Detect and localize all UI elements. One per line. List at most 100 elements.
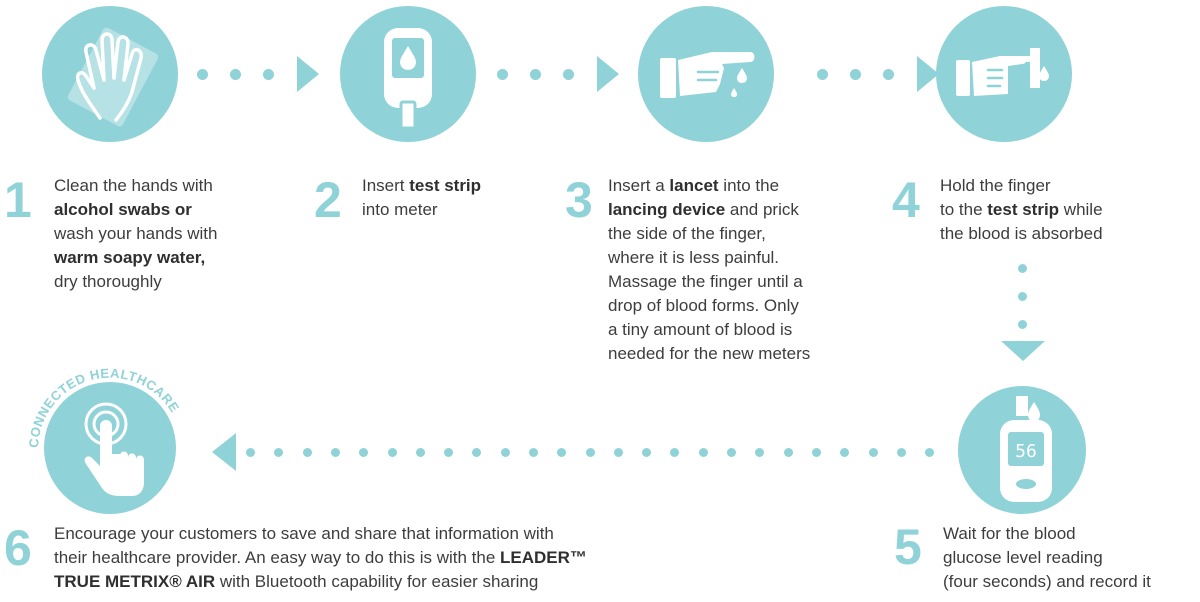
arrow-right-icon [597,56,619,92]
step-5-number: 5 [894,519,922,575]
connector-dot [897,448,906,457]
connector-dot [557,448,566,457]
bold-text: warm soapy water, [54,248,206,267]
bold-text: TRUE METRIX® AIR [54,572,216,591]
step-text-line: the side of the finger, [608,222,810,246]
step-text-line: lancing device and prick [608,198,810,222]
connector-dot [246,448,255,457]
text-run: dry thoroughly [54,272,162,291]
text-run: Wait for the blood [943,524,1076,543]
connected-healthcare-badge: CONNECTED HEALTHCARE [26,365,182,448]
step-text-line: their healthcare provider. An easy way t… [54,546,587,570]
connector-dot [388,448,397,457]
connector-dot [817,69,828,80]
text-run: the side of the finger, [608,224,766,243]
step-3-circle [638,6,774,142]
text-run: Insert a [608,176,670,195]
bold-text: lancing device [608,200,726,219]
step-4-number: 4 [892,172,920,228]
step-text-line: a tiny amount of blood is [608,318,810,342]
text-run: and prick [725,200,799,219]
connector-dot [1018,264,1027,273]
connector-dot [1018,320,1027,329]
text-run: Massage the finger until a [608,272,803,291]
glucose-meter-icon [384,28,432,130]
connector-dot [869,448,878,457]
text-run: a tiny amount of blood is [608,320,793,339]
arrow-down-icon [1001,341,1045,361]
step-text-line: glucose level reading [943,546,1151,570]
text-run: (four seconds) and record it [943,572,1151,591]
step-2-number: 2 [314,172,342,228]
connector-dot [530,69,541,80]
badge-text: CONNECTED HEALTHCARE [26,365,182,448]
bold-text: alcohol swabs or [54,200,192,219]
connector-dot [416,448,425,457]
step-6-text: Encourage your customers to save and sha… [54,522,587,594]
text-run: into the [718,176,780,195]
connector-dot [840,448,849,457]
step-text-line: dry thoroughly [54,270,217,294]
step-text-line: Insert a lancet into the [608,174,810,198]
arrow-right-icon [917,56,939,92]
connector-dot [670,448,679,457]
connector-dot [699,448,708,457]
finger-test-strip-icon [956,48,1049,96]
step-text-line: alcohol swabs or [54,198,217,222]
step-3-number: 3 [565,172,593,228]
text-run: Clean the hands with [54,176,213,195]
step-text-line: into meter [362,198,481,222]
text-run: drop of blood forms. Only [608,296,799,315]
connector-dot [812,448,821,457]
step-text-line: wash your hands with [54,222,217,246]
step-text-line: Encourage your customers to save and sha… [54,522,587,546]
connector-dot [563,69,574,80]
step-2-circle [340,6,476,142]
step-5-circle: 56 [958,386,1086,514]
step-text-line: drop of blood forms. Only [608,294,810,318]
connector-dot [274,448,283,457]
step-text-line: needed for the new meters [608,342,810,366]
meter-reading-icon: 56 [1000,396,1052,502]
text-run: Insert [362,176,410,195]
step-text-line: to the test strip while [940,198,1103,222]
connector-dot [883,69,894,80]
connector-dot [529,448,538,457]
step-text-line: the blood is absorbed [940,222,1103,246]
text-run: Hold the finger [940,176,1051,195]
step-text-line: Massage the finger until a [608,270,810,294]
connector-dot [197,69,208,80]
step-6-number: 6 [4,520,32,576]
bold-text: test strip [987,200,1060,219]
touch-hand-icon [84,402,144,496]
step-1-number: 1 [4,172,32,228]
text-run: their healthcare provider. An easy way t… [54,548,501,567]
bold-text: LEADER™ [500,548,587,567]
step-4-text: Hold the finger to the test strip while th… [940,174,1103,246]
text-run: the blood is absorbed [940,224,1103,243]
connector-dot [614,448,623,457]
text-run: while [1059,200,1103,219]
step-text-line: Insert test strip [362,174,481,198]
connector-dot [755,448,764,457]
step-text-line: Wait for the blood [943,522,1151,546]
bold-text: test strip [409,176,482,195]
wipe-hand-icon [67,27,159,127]
connector-dot [472,448,481,457]
arrow-right-icon [297,56,319,92]
text-run: to the [940,200,988,219]
connector-dot [586,448,595,457]
connector-dot [642,448,651,457]
connector-dot [501,448,510,457]
step-6-circle [44,382,176,514]
connector-dot [925,448,934,457]
text-run: needed for the new meters [608,344,811,363]
text-run: Encourage your customers to save and sha… [54,524,554,543]
connector-dot [263,69,274,80]
step-text-line: warm soapy water, [54,246,217,270]
connector-dot [230,69,241,80]
step-text-line: Clean the hands with [54,174,217,198]
step-4-circle [936,6,1072,142]
